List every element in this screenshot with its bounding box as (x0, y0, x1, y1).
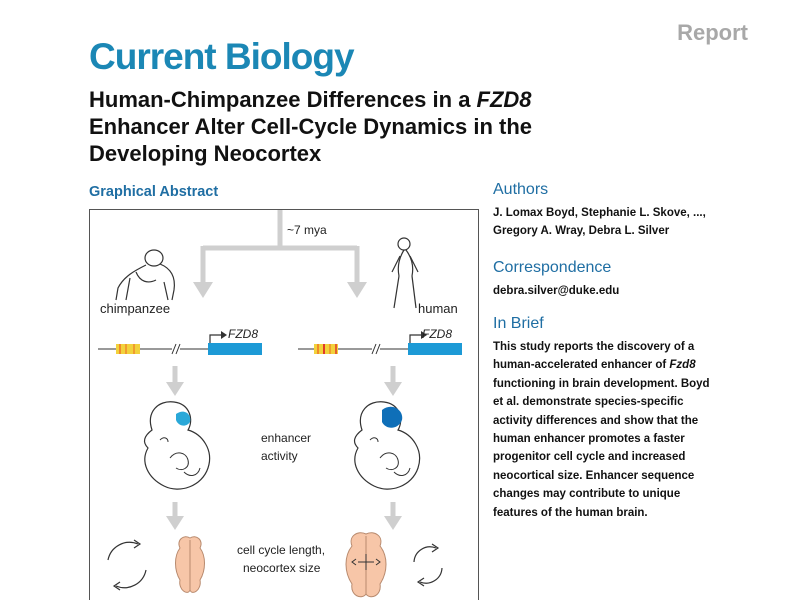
in-brief-section: In Brief This study reports the discover… (493, 314, 753, 522)
in-brief-heading: In Brief (493, 315, 544, 332)
divergence-arrow (193, 210, 367, 298)
journal-name[interactable]: Current Biology (89, 36, 355, 77)
chimpanzee-label: chimpanzee (100, 301, 170, 316)
in-brief-text: This study reports the discovery of a hu… (493, 338, 753, 522)
human-embryo-icon (353, 401, 421, 490)
human-gene-construct: FZD8 (298, 327, 462, 355)
authors-line-2[interactable]: Gregory A. Wray, Debra L. Silver (493, 225, 670, 237)
chimp-gene-label: FZD8 (228, 327, 258, 341)
in-brief-line-5: activity differences and show that the (493, 414, 699, 427)
title-gene-name: FZD8 (476, 87, 532, 112)
in-brief-line-7: progenitor cell cycle and increased (493, 451, 686, 464)
cycle-label-line-2: neocortex size (243, 561, 321, 575)
human-fzd8-gene (408, 343, 462, 355)
title-line-2: Enhancer Alter Cell-Cycle Dynamics in th… (89, 114, 532, 139)
human-cycle-arrows-icon (413, 543, 443, 587)
down-arrow-left-2 (166, 502, 184, 530)
in-brief-line-4: et al. demonstrate species-specific (493, 396, 684, 409)
enhancer-label-line-2: activity (261, 449, 298, 463)
in-brief-line-2: human-accelerated enhancer of Fzd8 (493, 356, 753, 374)
chimp-brain-icon (175, 536, 205, 593)
report-label: Report (677, 20, 748, 45)
title-line-3: Developing Neocortex (89, 141, 322, 166)
correspondence-section: Correspondence debra.silver@duke.edu (493, 258, 753, 300)
down-arrow-left-1 (166, 366, 184, 396)
in-brief-gene-name: Fzd8 (669, 359, 696, 372)
correspondence-email[interactable]: debra.silver@duke.edu (493, 285, 620, 297)
human-label: human (418, 301, 458, 316)
in-brief-line-10: features of the human brain. (493, 506, 648, 519)
chimp-embryo-icon (143, 401, 211, 490)
in-brief-line-1: This study reports the discovery of a (493, 341, 695, 353)
chimpanzee-figure-icon (115, 249, 175, 301)
authors-section: Authors J. Lomax Boyd, Stephanie L. Skov… (493, 180, 753, 240)
authors-line-1[interactable]: J. Lomax Boyd, Stephanie L. Skove, ..., (493, 207, 706, 219)
graphical-abstract-heading: Graphical Abstract (89, 184, 219, 200)
article-title: Human-Chimpanzee Differences in a FZD8 E… (89, 86, 689, 167)
cycle-label-line-1: cell cycle length, (237, 543, 325, 557)
human-brain-icon (345, 532, 387, 598)
down-arrow-right-2 (384, 502, 402, 530)
down-arrow-right-1 (384, 366, 402, 396)
title-line-1: Human-Chimpanzee Differences in a FZD8 (89, 86, 689, 113)
human-enhancer (314, 344, 338, 354)
in-brief-line-8: neocortical size. Enhancer sequence (493, 469, 695, 482)
chimp-fzd8-gene (208, 343, 262, 355)
in-brief-line-6: human enhancer promotes a faster (493, 433, 685, 446)
chimp-gene-construct: FZD8 (98, 327, 262, 355)
human-gene-label: FZD8 (422, 327, 452, 341)
human-figure-icon (391, 237, 419, 309)
in-brief-line-3: functioning in brain development. Boyd (493, 377, 710, 390)
enhancer-label-line-1: enhancer (261, 431, 311, 445)
chimp-cycle-arrows-icon (107, 539, 147, 591)
in-brief-line-2-text: human-accelerated enhancer of (493, 359, 670, 372)
time-label: ~7 mya (287, 223, 327, 237)
graphical-abstract-svg: ~7 mya chimpanzee human (98, 210, 462, 598)
graphical-abstract-figure: ~7 mya chimpanzee human (89, 209, 479, 600)
chimp-enhancer (116, 344, 140, 354)
authors-heading: Authors (493, 181, 549, 198)
title-text-1: Human-Chimpanzee Differences in a (89, 87, 477, 112)
correspondence-heading: Correspondence (493, 259, 612, 276)
in-brief-line-9: changes may contribute to unique (493, 488, 681, 501)
